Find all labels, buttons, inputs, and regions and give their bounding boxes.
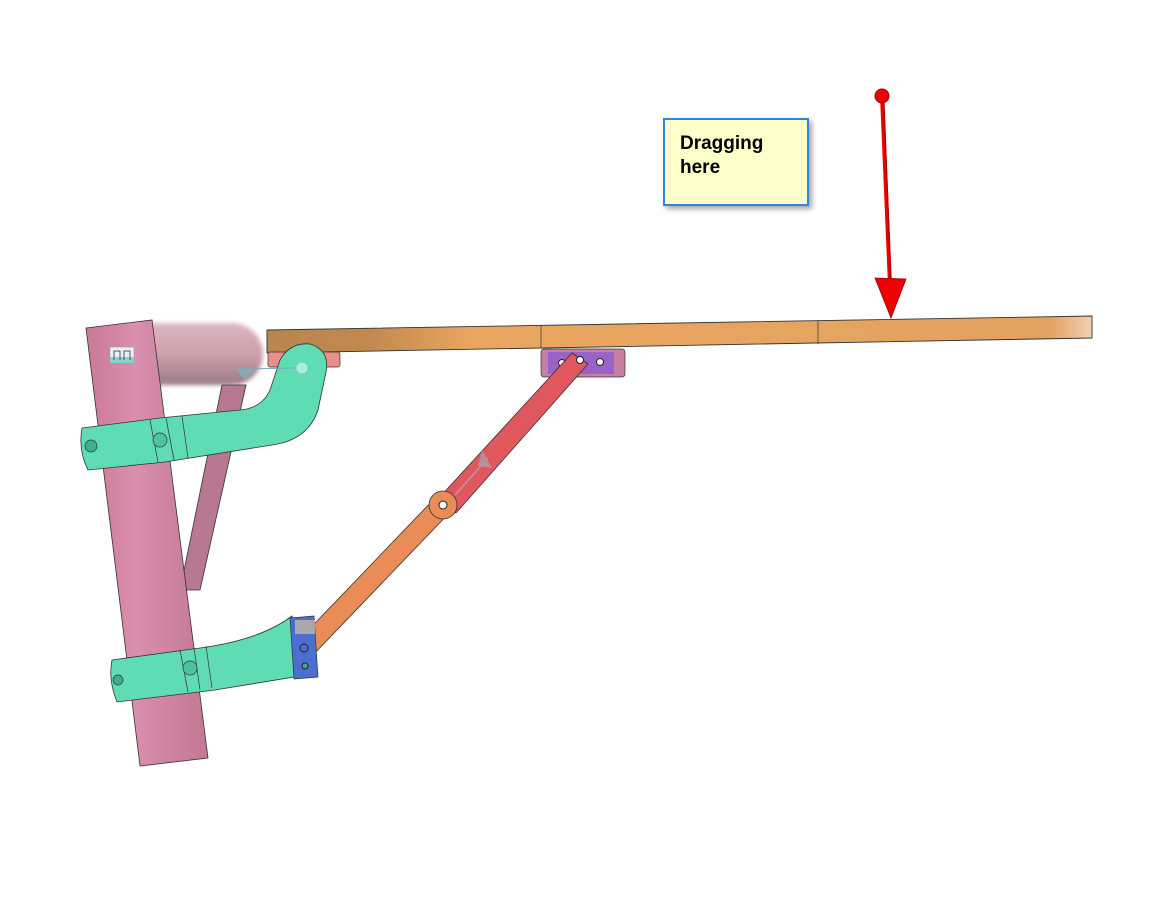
upper-arm[interactable] — [80, 343, 328, 471]
callout-line-1: Dragging — [680, 133, 764, 154]
lower-arm[interactable] — [110, 615, 301, 703]
drag-arrow-icon[interactable] — [874, 88, 907, 320]
drag-callout: Dragging here — [663, 118, 809, 206]
callout-line-2: here — [680, 157, 721, 178]
lower-link[interactable] — [295, 496, 453, 657]
background-tube — [150, 323, 263, 385]
upper-link[interactable] — [436, 352, 589, 514]
pole-marker-icon — [109, 346, 135, 364]
board[interactable] — [266, 315, 1093, 354]
